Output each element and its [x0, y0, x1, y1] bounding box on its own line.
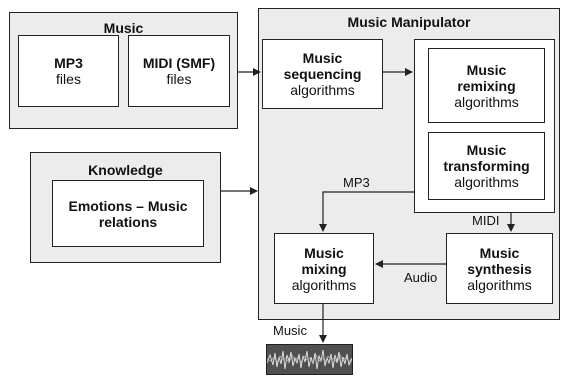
midi-files-subtitle: files [166, 71, 192, 87]
music-mixing-box: Music mixing algorithms [274, 233, 374, 304]
music-remixing-line2: remixing [457, 77, 516, 94]
edge-label-midi: MIDI [472, 213, 500, 228]
music-synthesis-line1: Music [479, 244, 520, 261]
music-transforming-line3: algorithms [454, 174, 519, 190]
music-mixing-line3: algorithms [291, 276, 357, 293]
midi-files-title: MIDI (SMF) [142, 55, 216, 71]
mp3-files-title: MP3 [54, 55, 83, 71]
arrow-mp3-to-mixing [319, 191, 414, 232]
edge-label-audio: Audio [404, 270, 438, 285]
music-transforming-box: Music transforming algorithms [428, 132, 545, 200]
music-synthesis-line3: algorithms [467, 276, 532, 293]
music-remixing-line1: Music [466, 61, 507, 78]
music-sequencing-line2: sequencing [283, 66, 362, 82]
emotions-music-relations-box: Emotions – Music relations [52, 180, 204, 247]
music-mixing-line1: Music [304, 244, 344, 261]
edge-label-music: Music [273, 323, 307, 338]
music-remixing-line3: algorithms [454, 93, 519, 110]
mp3-files-subtitle: files [56, 71, 81, 87]
music-sequencing-line1: Music [302, 50, 343, 66]
music-transforming-line2: transforming [443, 158, 530, 174]
music-remixing-box: Music remixing algorithms [428, 48, 545, 123]
music-manipulator-title: Music Manipulator [347, 14, 471, 30]
midi-files-box: MIDI (SMF) files [128, 35, 230, 107]
emotions-music-relations-line1: Emotions – Music [68, 197, 188, 214]
music-mixing-line2: mixing [301, 260, 347, 277]
waveform-image [266, 344, 353, 375]
music-synthesis-line2: synthesis [467, 260, 532, 277]
emotions-music-relations-line2: relations [98, 213, 158, 230]
mp3-files-box: MP3 files [18, 35, 119, 107]
edge-label-mp3: MP3 [343, 175, 370, 190]
music-transforming-line1: Music [466, 142, 507, 158]
music-sequencing-line3: algorithms [290, 82, 355, 98]
music-synthesis-box: Music synthesis algorithms [446, 233, 553, 304]
knowledge-group-title: Knowledge [88, 162, 163, 178]
waveform-trace [266, 349, 353, 370]
music-sequencing-box: Music sequencing algorithms [262, 39, 383, 109]
music-group-title: Music [103, 20, 144, 36]
